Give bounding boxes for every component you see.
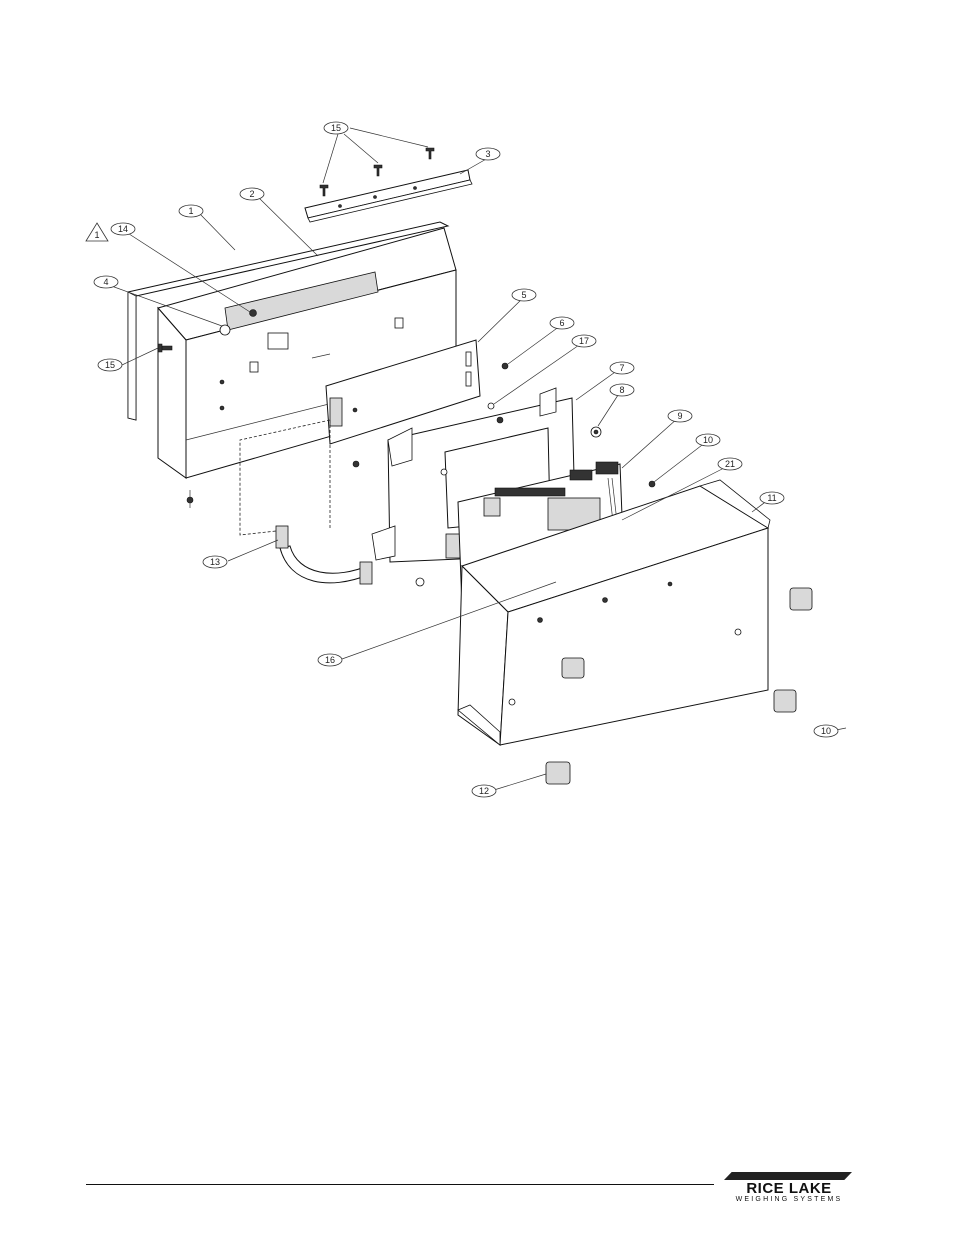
svg-text:15: 15 <box>331 123 341 133</box>
logo-bar <box>724 1172 852 1180</box>
svg-text:7: 7 <box>619 363 624 373</box>
callout-5: 5 <box>512 289 536 301</box>
callout-10-top: 10 <box>696 434 720 446</box>
svg-text:21: 21 <box>725 459 735 469</box>
svg-text:2: 2 <box>249 189 254 199</box>
part-top-strip <box>305 170 472 222</box>
callout-12: 12 <box>472 785 496 797</box>
callout-16: 16 <box>318 654 342 666</box>
callout-4: 4 <box>94 276 118 288</box>
callout-17: 17 <box>572 335 596 347</box>
callout-15-side: 15 <box>98 359 122 371</box>
svg-text:15: 15 <box>105 360 115 370</box>
callout-8: 8 <box>610 384 634 396</box>
svg-text:14: 14 <box>118 224 128 234</box>
svg-text:1: 1 <box>94 230 99 240</box>
svg-text:3: 3 <box>485 149 490 159</box>
svg-text:13: 13 <box>210 557 220 567</box>
screw-6 <box>502 363 508 369</box>
logo-main-text: RICE LAKE <box>724 1181 854 1196</box>
callout-3: 3 <box>476 148 500 160</box>
callout-11: 11 <box>760 492 784 504</box>
svg-text:11: 11 <box>767 493 776 503</box>
callout-21: 21 <box>718 458 742 470</box>
callout-9: 9 <box>668 410 692 422</box>
callout-13: 13 <box>203 556 227 568</box>
rice-lake-logo: RICE LAKE WEIGHING SYSTEMS <box>724 1172 854 1208</box>
svg-text:16: 16 <box>325 655 335 665</box>
callout-15-top: 15 <box>324 122 348 134</box>
svg-text:17: 17 <box>579 336 589 346</box>
svg-text:8: 8 <box>619 385 624 395</box>
svg-text:1: 1 <box>188 206 193 216</box>
callout-6: 6 <box>550 317 574 329</box>
svg-text:5: 5 <box>521 290 526 300</box>
svg-text:10: 10 <box>703 435 713 445</box>
svg-text:10: 10 <box>821 726 831 736</box>
logo-sub-text: WEIGHING SYSTEMS <box>724 1196 854 1204</box>
callout-1: 1 <box>179 205 203 217</box>
svg-text:9: 9 <box>677 411 682 421</box>
svg-text:12: 12 <box>479 786 489 796</box>
callout-2: 2 <box>240 188 264 200</box>
svg-text:6: 6 <box>559 318 564 328</box>
svg-text:4: 4 <box>103 277 108 287</box>
callout-10-bottom: 10 <box>814 725 838 737</box>
callout-14: 14 <box>111 223 135 235</box>
callout-warning-triangle: 1 <box>86 223 108 241</box>
callout-7: 7 <box>610 362 634 374</box>
washer-17 <box>488 403 494 409</box>
part-ribbon-cable <box>276 526 372 584</box>
footer-rule <box>86 1184 714 1185</box>
